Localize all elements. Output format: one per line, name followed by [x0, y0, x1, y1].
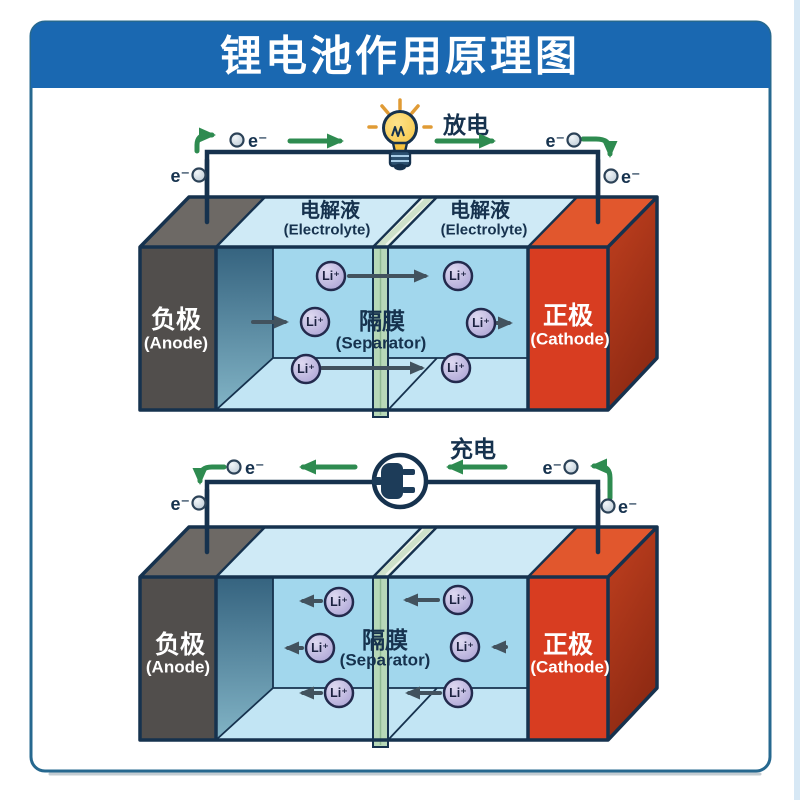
svg-text:Li⁺: Li⁺ — [322, 269, 340, 283]
battery-outline — [138, 525, 659, 742]
li-ion: Li⁺ — [440, 352, 472, 384]
svg-text:e⁻: e⁻ — [621, 167, 641, 187]
electrolyte-label-left-zh: 电解液 — [300, 198, 361, 222]
cathode-label-zh: 正极 — [543, 302, 593, 330]
anode-front-face — [140, 577, 216, 740]
cathode-side-face — [608, 527, 657, 740]
electrolyte-label-right-zh: 电解液 — [450, 198, 511, 222]
svg-text:e⁻: e⁻ — [545, 131, 565, 151]
cathode-label-en: (Cathode) — [530, 658, 609, 677]
electron: e⁻ — [545, 131, 582, 151]
li-ion: Li⁺ — [442, 677, 474, 709]
svg-text:Li⁺: Li⁺ — [449, 686, 467, 700]
electron: e⁻ — [600, 497, 638, 517]
li-ion: Li⁺ — [290, 353, 322, 385]
separator-label-en: (Separator) — [336, 334, 427, 353]
li-ion: Li⁺ — [299, 306, 331, 338]
separator-label-en: (Separator) — [340, 651, 431, 670]
li-ion: Li⁺ — [323, 677, 355, 709]
li-ion: Li⁺ — [442, 584, 474, 616]
terminal-leads — [204, 157, 601, 225]
electron-flow-arrow — [590, 458, 613, 501]
electron: e⁻ — [170, 166, 207, 186]
top-face-edges — [215, 196, 578, 248]
title-bar — [31, 22, 770, 88]
li-ion: Li⁺ — [465, 307, 497, 339]
svg-text:Li⁺: Li⁺ — [330, 686, 348, 700]
separator-top-band — [373, 527, 437, 577]
bulb-icon — [367, 98, 433, 171]
electron: e⁻ — [542, 458, 579, 478]
cathode-top-face — [528, 527, 657, 577]
electrolyte-label-left-en: (Electrolyte) — [284, 222, 371, 239]
anode-label-en: (Anode) — [146, 658, 210, 677]
anode-front-face — [140, 247, 216, 410]
svg-text:e⁻: e⁻ — [248, 131, 268, 151]
svg-text:Li⁺: Li⁺ — [472, 316, 490, 330]
svg-text:e⁻: e⁻ — [618, 497, 638, 517]
cathode-label-en: (Cathode) — [530, 330, 609, 349]
svg-text:e⁻: e⁻ — [170, 166, 190, 186]
electron: e⁻ — [229, 131, 268, 151]
electrolyte-top-face-left — [216, 197, 422, 247]
electrolyte-label-right-en: (Electrolyte) — [441, 222, 528, 239]
anode-label-zh: 负极 — [151, 306, 201, 334]
charge-label: 充电 — [450, 436, 496, 462]
cathode-top-face — [528, 197, 657, 247]
electron: e⁻ — [603, 167, 641, 187]
plug-icon — [371, 452, 429, 510]
cathode-side-face — [608, 197, 657, 410]
electron-flow-arrow — [580, 136, 618, 158]
page-title: 锂电池作用原理图 — [220, 33, 580, 80]
discharge-label: 放电 — [442, 112, 489, 138]
svg-text:Li⁺: Li⁺ — [311, 641, 329, 655]
charge-section: 充电 e⁻ e⁻ e⁻ e⁻ Li⁺ Li⁺ Li⁺ — [138, 436, 659, 748]
cathode-front-face — [528, 577, 608, 740]
anode-top-face — [140, 527, 265, 577]
anode-top-face — [140, 197, 265, 247]
svg-text:Li⁺: Li⁺ — [456, 640, 474, 654]
electrolyte-top-face-right — [388, 527, 577, 577]
li-ion: Li⁺ — [315, 260, 347, 292]
svg-text:e⁻: e⁻ — [170, 494, 190, 514]
electron-flow-arrow — [194, 127, 216, 154]
svg-text:Li⁺: Li⁺ — [447, 361, 465, 375]
anode-label-zh: 负极 — [155, 631, 205, 659]
separator-top-band — [373, 197, 437, 247]
anode-label-en: (Anode) — [144, 334, 208, 353]
svg-text:Li⁺: Li⁺ — [297, 362, 315, 376]
li-ion: Li⁺ — [449, 631, 481, 663]
separator-label-zh: 隔膜 — [359, 308, 405, 334]
svg-text:e⁻: e⁻ — [245, 458, 265, 478]
li-ion: Li⁺ — [442, 260, 474, 292]
li-ion: Li⁺ — [323, 586, 355, 618]
electrolyte-top-face-left — [216, 527, 422, 577]
discharge-section: 放电 e⁻ e⁻ e⁻ e⁻ Li⁺ Li⁺ Li⁺ Li⁺ — [138, 98, 659, 418]
li-ion: Li⁺ — [304, 632, 336, 664]
cathode-label-zh: 正极 — [543, 631, 593, 659]
anode-inner-wall — [216, 577, 273, 740]
terminal-leads — [204, 487, 601, 555]
battery-outline — [138, 195, 659, 412]
top-face-edges — [215, 526, 578, 578]
svg-text:Li⁺: Li⁺ — [449, 269, 467, 283]
electron-flow-arrow — [192, 464, 227, 485]
svg-text:Li⁺: Li⁺ — [449, 593, 467, 607]
svg-text:Li⁺: Li⁺ — [330, 595, 348, 609]
electron: e⁻ — [170, 494, 207, 514]
separator-label-zh: 隔膜 — [362, 627, 408, 653]
svg-text:Li⁺: Li⁺ — [306, 315, 324, 329]
svg-text:e⁻: e⁻ — [542, 458, 562, 478]
electrolyte-top-face-right — [388, 197, 577, 247]
cathode-front-face — [528, 247, 608, 410]
right-edge-strip — [794, 0, 800, 800]
electron: e⁻ — [226, 458, 265, 478]
anode-inner-wall — [216, 247, 273, 410]
